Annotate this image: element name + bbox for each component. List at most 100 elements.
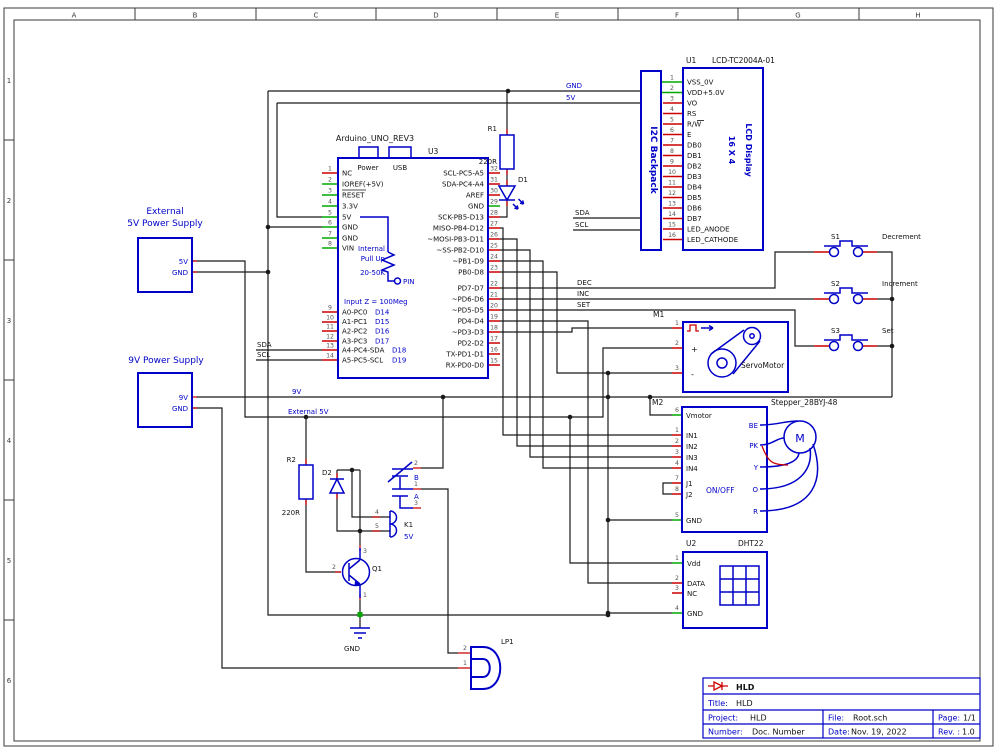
pin-label: IN1 (686, 432, 698, 440)
frame-row-5: 5 (7, 557, 11, 565)
pin-label: ~MOSI-PB3-D11 (427, 236, 484, 244)
transistor-q1: 2 3 1 Q1 (332, 548, 382, 599)
pin-number: 13 (668, 201, 676, 208)
pin-number: 1 (328, 166, 332, 173)
pin-number: 25 (490, 243, 498, 250)
wire-label: Y (753, 464, 759, 472)
servo-motor: M1 1 2 3 + - ServoMotor (653, 310, 789, 393)
pin-number: 15 (668, 222, 676, 229)
frame-row-3: 3 (7, 317, 11, 325)
pin-label: ~PB1-D9 (452, 258, 484, 266)
pullup-pin-label: PIN (403, 278, 415, 286)
pin-number: 5 (328, 210, 332, 217)
lcd-display-label: LCD Display (744, 123, 753, 177)
pin-number: 2 (463, 645, 467, 652)
pin-number: 14 (326, 353, 334, 360)
pin-number: 26 (490, 232, 498, 239)
pin-number: 9 (328, 305, 332, 312)
pin-label: MISO-PB4-D12 (433, 225, 484, 233)
pin-label: DB1 (687, 152, 702, 160)
pin-number: 1 (675, 320, 679, 327)
pin-label: VO (687, 100, 698, 108)
pin-number: 4 (670, 106, 674, 113)
pin-number: 3 (675, 449, 679, 456)
s1-label: Decrement (882, 233, 921, 241)
input-z-label: Input Z = 100Meg (344, 298, 408, 306)
pin-number: 21 (490, 292, 498, 299)
number-label: Number: (708, 728, 743, 737)
ext5v-title-line2: 5V Power Supply (127, 219, 203, 229)
pin-number: 7 (675, 475, 679, 482)
net-label-sda-left: SDA (257, 341, 272, 349)
pin-number: 5 (675, 512, 679, 519)
date-value: Nov. 19, 2022 (851, 728, 907, 737)
pin-number: 4 (328, 199, 332, 206)
pin-label: DB2 (687, 163, 702, 171)
pin-label: PD7-D7 (458, 285, 484, 293)
gnd-junction-mark (357, 612, 363, 617)
net-label-inc: INC (577, 290, 589, 298)
pin-number: 3 (675, 365, 679, 372)
pin-number: 2 (414, 460, 418, 467)
pin-label: SCL-PC5-A5 (443, 170, 484, 178)
lcd-refdes: U1 (686, 56, 696, 65)
r1-refdes: R1 (488, 125, 497, 133)
servo-minus: - (691, 370, 694, 379)
pin-label: IOREF(+5V) (342, 181, 384, 189)
project-value: HLD (750, 714, 767, 723)
pin-label: GND (468, 203, 484, 211)
servo-horn-icon (707, 326, 762, 378)
pin-label: ~PD5-D5 (452, 307, 484, 315)
r1-value: 220R (479, 158, 497, 166)
pin-number: 11 (668, 180, 676, 187)
pin-number: 4 (375, 509, 379, 516)
arduino-refdes: U3 (428, 147, 438, 156)
pin-label: 5V (342, 214, 351, 222)
pin-number: 3 (363, 548, 367, 555)
title-block: HLD Title: HLD Project: HLD File: Root.s… (702, 677, 981, 739)
ext5v-title-line1: External (146, 207, 183, 217)
wire-label: BE (749, 422, 758, 430)
pin-label: RS (687, 110, 697, 118)
lamp-lp1: LP1 2 1 (463, 638, 514, 690)
pin-number: 10 (326, 315, 334, 322)
pin-alias: D19 (392, 357, 406, 365)
net-label-5v: 5V (566, 94, 575, 102)
pin-number: 4 (675, 605, 679, 612)
arduino-usb-label: USB (393, 164, 408, 172)
pin-number: 5 (670, 117, 674, 124)
pin-number: 18 (490, 325, 498, 332)
lcd-display: U1 LCD-TC2004A-01 LCD Display 16 X 4 1 2… (668, 56, 775, 251)
pin-label: GND (686, 517, 702, 525)
resistor-r2: R2 220R (282, 456, 314, 517)
net-label-set: SET (577, 301, 591, 309)
pin-stubs (192, 81, 877, 669)
pin-label: NC (342, 170, 352, 178)
pin-number: 14 (668, 211, 676, 218)
frame-col-e: E (555, 12, 559, 20)
net-label-9v: 9V (292, 388, 301, 396)
pin-label: A0-PC0 (342, 309, 367, 317)
net-label-dec: DEC (577, 279, 592, 287)
net-label-scl-right: SCL (575, 221, 588, 229)
onoff-label: ON/OFF (706, 486, 735, 495)
lp1-refdes: LP1 (501, 638, 514, 646)
rev-label: Rev. : (938, 728, 960, 737)
pin-number: 24 (490, 254, 498, 261)
logo-diode-icon (708, 680, 728, 692)
net-label-scl-left: SCL (257, 351, 270, 359)
sensor-grid-icon (719, 565, 760, 606)
q1-refdes: Q1 (372, 565, 382, 573)
pin-label: A2-PC2 (342, 328, 367, 336)
pin-number: 1 (414, 481, 418, 488)
r2-refdes: R2 (287, 456, 296, 464)
pin-label: GND (342, 235, 358, 243)
pin-label: A5-PC5-SCL (342, 357, 383, 365)
pin-label: AREF (466, 192, 484, 200)
pullup-label-1: Internal (358, 245, 385, 253)
button-s2: S2 Increment (824, 280, 918, 305)
pin-label: PB0-D8 (458, 269, 484, 277)
external-5v-supply: External 5V Power Supply 5V GND (127, 207, 203, 293)
pulse-arrow-icon (701, 324, 714, 332)
